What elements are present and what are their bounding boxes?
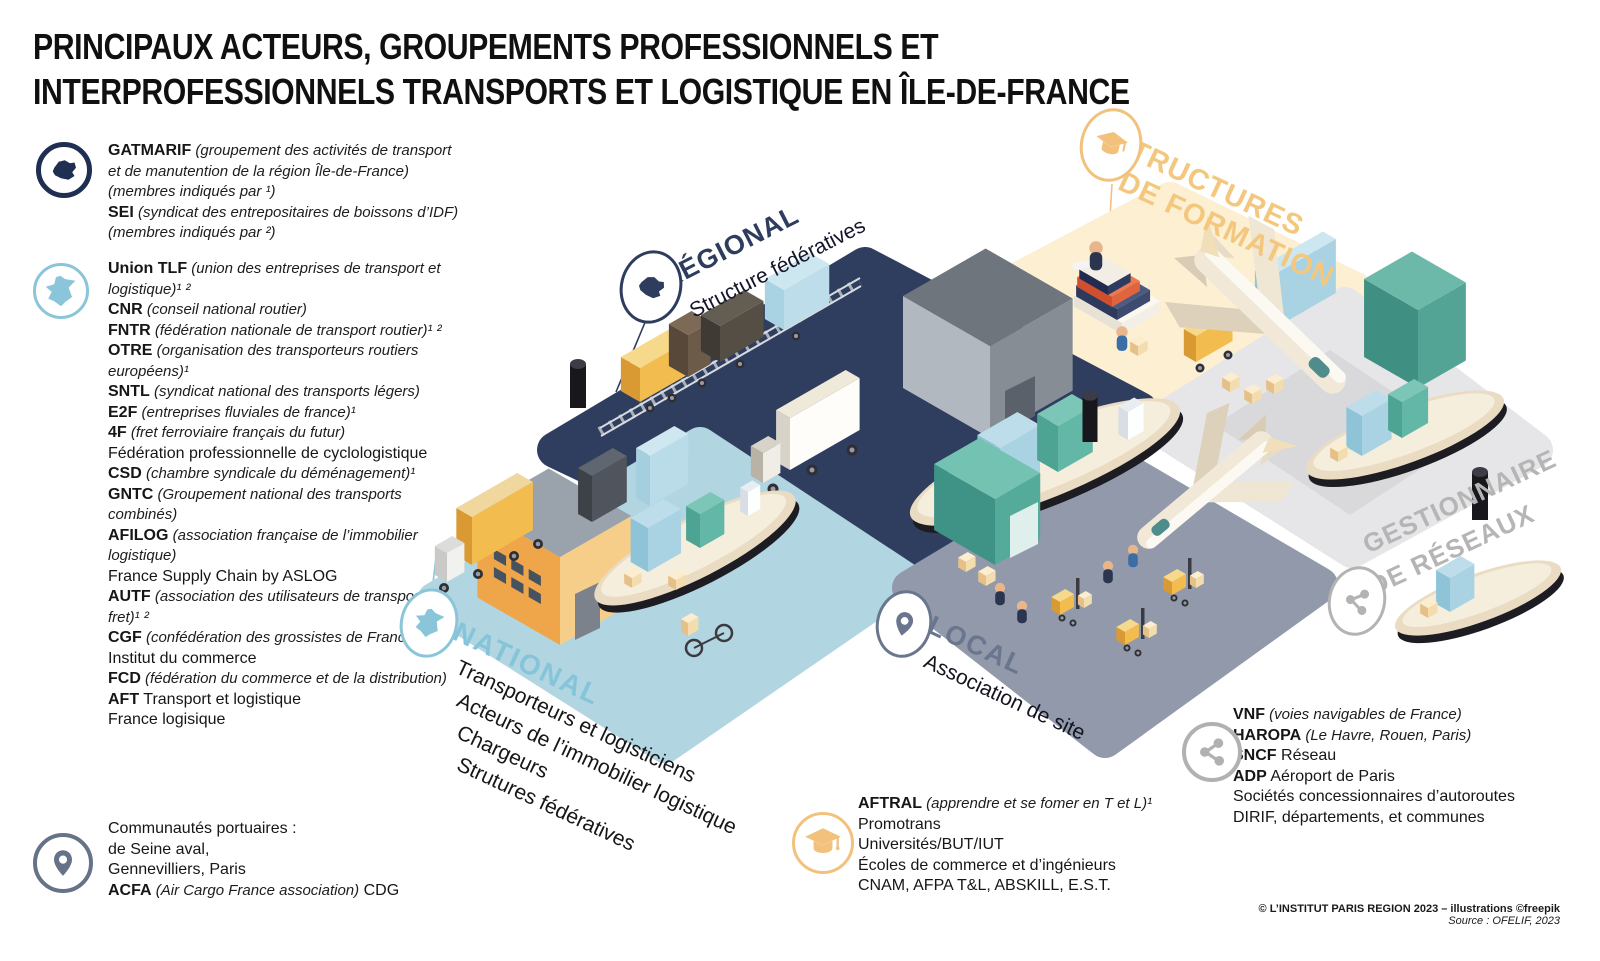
footer-source: Source : OFELIF, 2023 bbox=[1448, 915, 1560, 927]
list-item: AFT Transport et logistique bbox=[108, 690, 301, 708]
legend-national-organisations: Union TLF (union des entreprises de tran… bbox=[108, 259, 462, 731]
local-zone-location-pin-icon bbox=[869, 584, 939, 664]
list-item: ACFA (Air Cargo France association) CDG bbox=[108, 881, 400, 899]
list-item: Communautés portuaires : bbox=[108, 820, 297, 837]
list-item: GNTC (Groupement national des transports… bbox=[108, 485, 402, 524]
list-item: CNR (conseil national routier) bbox=[108, 301, 307, 318]
location-pin-icon bbox=[33, 833, 93, 893]
formation-zone-graduation-cap-icon bbox=[1072, 102, 1150, 188]
list-item: AUTF (association des utilisateurs de tr… bbox=[108, 588, 445, 626]
list-item: CNAM, AFPA T&L, ABSKILL, E.S.T. bbox=[858, 877, 1111, 894]
regional-zone-ile-de-france-map-icon bbox=[611, 243, 691, 331]
title-line-1: PRINCIPAUX ACTEURS, GROUPEMENTS PROFESSI… bbox=[33, 26, 939, 67]
list-item: GATMARIF (groupement des activités de tr… bbox=[108, 142, 452, 200]
legend-network-managers: VNF (voies navigables de France) HAROPA (… bbox=[1233, 705, 1600, 828]
title-line-2: INTERPROFESSIONNELS TRANSPORTS ET LOGIST… bbox=[33, 71, 1130, 112]
list-item: Sociétés concessionnaires d’autoroutes bbox=[1233, 788, 1515, 805]
list-item: France logisique bbox=[108, 711, 226, 728]
ile-de-france-map-icon bbox=[36, 142, 92, 198]
list-item: HAROPA (Le Havre, Rouen, Paris) bbox=[1233, 726, 1472, 744]
legend-regional-members: GATMARIF (groupement des activités de tr… bbox=[108, 141, 460, 244]
list-item: CGF (confédération des grossistes de Fra… bbox=[108, 629, 433, 646]
list-item: SEI (syndicat des entrepositaires de boi… bbox=[108, 203, 459, 242]
list-item: E2F (entreprises fluviales de france)¹ bbox=[108, 403, 356, 421]
list-item: France Supply Chain by ASLOG bbox=[108, 567, 338, 585]
list-item: VNF (voies navigables de France) bbox=[1233, 706, 1462, 723]
list-item: CSD (chambre syndicale du déménagement)¹ bbox=[108, 465, 416, 482]
legend-formation-structures: AFTRAL (apprendre et se fomer en T et L)… bbox=[858, 794, 1198, 897]
list-item: SNCF Réseau bbox=[1233, 747, 1337, 764]
page-title: PRINCIPAUX ACTEURS, GROUPEMENTS PROFESSI… bbox=[33, 24, 1130, 114]
list-item: 4F (fret ferroviaire français du futur) bbox=[108, 424, 346, 441]
network-icon bbox=[1182, 722, 1242, 782]
list-item: FNTR (fédération nationale de transport … bbox=[108, 321, 442, 339]
list-item: Promotrans bbox=[858, 815, 941, 833]
france-map-icon bbox=[33, 263, 89, 319]
list-item: AFILOG (association française de l’immob… bbox=[108, 526, 418, 565]
list-item: de Seine aval, bbox=[108, 840, 210, 858]
list-item: Gennevilliers, Paris bbox=[108, 861, 246, 878]
graduation-cap-icon bbox=[792, 812, 854, 874]
list-item: OTRE (organisation des transporteurs rou… bbox=[108, 342, 419, 380]
list-item: Union TLF (union des entreprises de tran… bbox=[108, 260, 441, 298]
list-item: ADP Aéroport de Paris bbox=[1233, 767, 1395, 785]
legend-local-ports: Communautés portuaires : de Seine aval, Ge… bbox=[108, 819, 408, 901]
list-item: DIRIF, départements, et communes bbox=[1233, 808, 1485, 826]
footer: © L’INSTITUT PARIS REGION 2023 – illustr… bbox=[1259, 903, 1560, 927]
list-item: Universités/BUT/IUT bbox=[858, 836, 1004, 853]
list-item: Institut du commerce bbox=[108, 649, 257, 667]
national-zone-france-map-icon bbox=[392, 582, 466, 664]
list-item: FCD (fédération du commerce et de la dis… bbox=[108, 670, 447, 687]
list-item: SNTL (syndicat national des transports l… bbox=[108, 383, 420, 400]
footer-credit: © L’INSTITUT PARIS REGION 2023 – illustr… bbox=[1258, 903, 1560, 915]
reseaux-zone-network-icon bbox=[1321, 560, 1393, 642]
list-item: AFTRAL (apprendre et se fomer en T et L)… bbox=[858, 795, 1153, 812]
list-item: Écoles de commerce et d’ingénieurs bbox=[858, 856, 1116, 874]
list-item: Fédération professionnelle de cyclologis… bbox=[108, 444, 428, 462]
